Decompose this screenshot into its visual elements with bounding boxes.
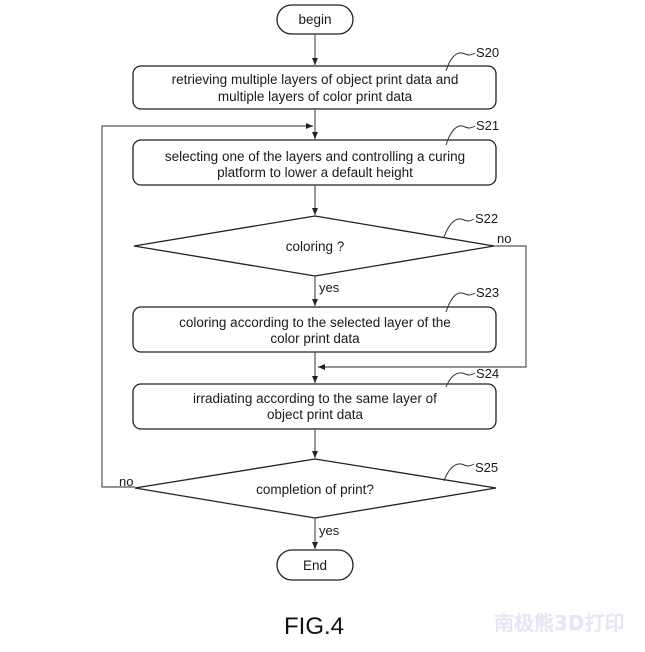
decision-s22: coloring ? S22 [133, 211, 498, 277]
s22-yes-label: yes [319, 280, 340, 295]
step-s20-line2: multiple layers of color print data [218, 89, 413, 104]
step-s21-line2: platform to lower a default height [217, 165, 413, 180]
step-s22-id: S22 [475, 211, 498, 226]
step-s24-id: S24 [476, 366, 499, 381]
step-s20-line1: retrieving multiple layers of object pri… [172, 72, 459, 87]
figure-caption: FIG.4 [284, 613, 344, 640]
decision-s22-label: coloring ? [286, 239, 345, 254]
step-s23: coloring according to the selected layer… [132, 285, 499, 353]
arrow-s22-no-bypass [318, 245, 527, 370]
step-s24-line1: irradiating according to the same layer … [193, 391, 437, 406]
s23-leader-line [445, 292, 476, 313]
step-s23-line1: coloring according to the selected layer… [179, 315, 451, 330]
watermark: 南极熊3D打印 [494, 611, 625, 635]
s21-leader-line [445, 125, 476, 146]
s25-no-label: no [119, 474, 133, 489]
s20-leader-line [445, 52, 476, 72]
step-s21: selecting one of the layers and controll… [132, 118, 499, 186]
step-s21-id: S21 [476, 118, 499, 133]
step-s25-id: S25 [475, 460, 498, 475]
s25-yes-label: yes [319, 523, 340, 538]
step-s24: irradiating according to the same layer … [132, 366, 499, 430]
s22-no-label: no [497, 231, 511, 246]
s22-leader-line [443, 218, 475, 238]
step-s24-line2: object print data [267, 407, 364, 422]
begin-terminal: begin [276, 4, 354, 35]
s25-leader-line [443, 463, 475, 482]
decision-s25-label: completion of print? [256, 482, 374, 497]
step-s23-id: S23 [476, 285, 499, 300]
step-s20-id: S20 [476, 45, 499, 60]
step-s20: retrieving multiple layers of object pri… [132, 45, 499, 110]
step-s21-line1: selecting one of the layers and controll… [165, 149, 465, 164]
end-label: End [303, 558, 327, 573]
end-terminal: End [276, 549, 354, 581]
arrow-s25-no-loopback [101, 123, 313, 488]
s24-leader-line [445, 372, 476, 388]
step-s23-line2: color print data [270, 331, 360, 346]
decision-s25: completion of print? S25 [134, 458, 498, 519]
begin-label: begin [298, 12, 331, 27]
